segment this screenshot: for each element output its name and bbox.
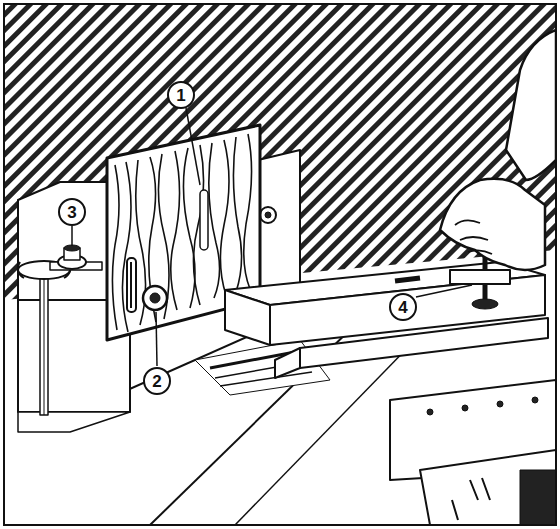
callout-number: 3 <box>58 198 86 226</box>
callout-number: 4 <box>389 293 417 321</box>
callout-number: 1 <box>167 81 195 109</box>
callout-number: 2 <box>143 367 171 395</box>
